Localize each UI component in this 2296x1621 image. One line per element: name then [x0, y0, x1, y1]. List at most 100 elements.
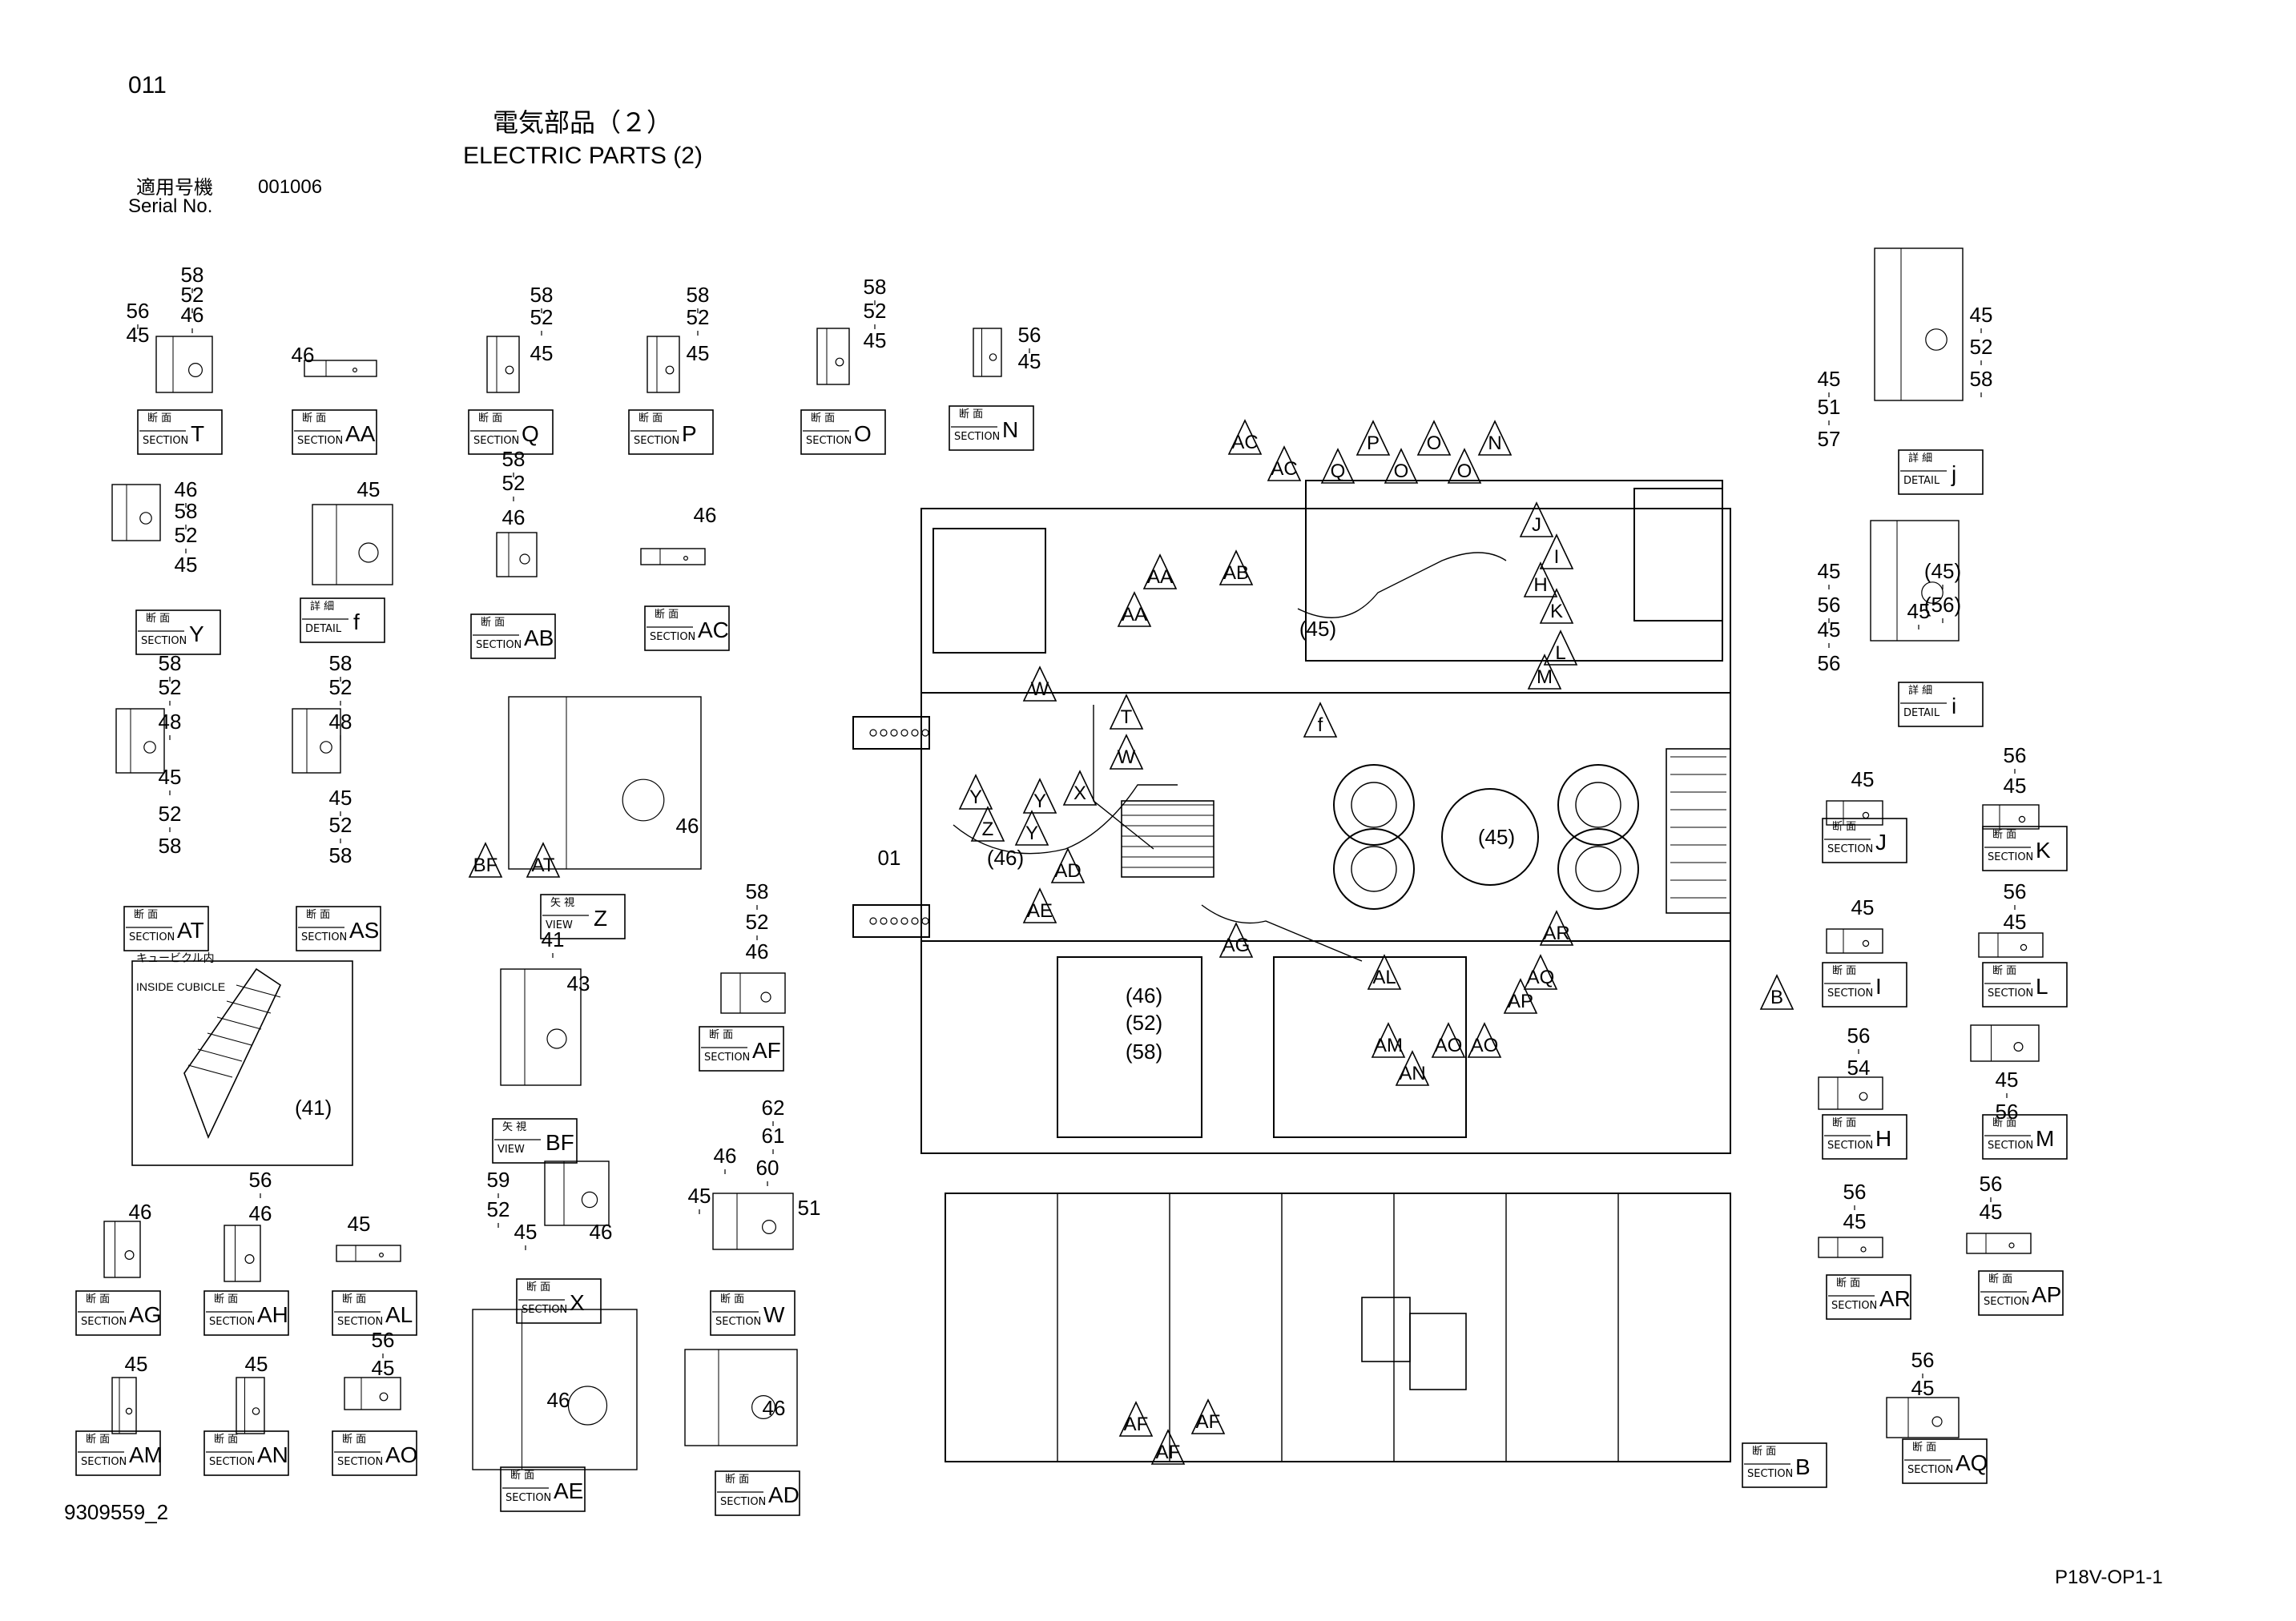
harness — [1201, 904, 1363, 962]
flag-marker-AB — [1218, 549, 1254, 585]
bolt — [911, 729, 919, 737]
caption-en-AB: SECTION — [476, 639, 522, 651]
callout-N-45: 45 — [1017, 349, 1041, 373]
callout-AH-56: 56 — [248, 1168, 272, 1192]
caption-key-AB: AB — [524, 625, 554, 650]
lower-frame-view — [945, 1193, 1731, 1462]
callout-AR-56: 56 — [1843, 1180, 1867, 1204]
caption-jp-W: 断 面 — [720, 1293, 745, 1305]
model-code: P18V-OP1-1 — [2055, 1567, 2163, 1588]
caption-en-Y: SECTION — [141, 635, 187, 647]
flag-marker-AL — [1367, 954, 1402, 990]
main-callout-5: (52) — [1125, 1011, 1163, 1035]
flag-marker-K — [1539, 588, 1574, 624]
callout-AC-46: 46 — [693, 503, 717, 527]
flag-marker-X — [1062, 770, 1098, 806]
part-sketch-AH — [224, 1225, 261, 1282]
caption-en-I: SECTION — [1827, 987, 1874, 1000]
part-sketch-AM — [111, 1377, 137, 1434]
caption-box-I — [1822, 962, 1907, 1008]
callout-L-45: 45 — [2003, 910, 2027, 934]
left-bracket-bottom — [852, 904, 930, 938]
flag-label-AT: AT — [531, 855, 555, 876]
flag-marker-O — [1384, 448, 1419, 484]
caption-box-i — [1898, 682, 1984, 727]
part-fitting — [1921, 581, 1944, 604]
caption-key-X: X — [570, 1290, 585, 1315]
caption-en-f: DETAIL — [305, 623, 342, 635]
caption-box-B — [1742, 1442, 1827, 1488]
caption-jp-Z: 矢 視 — [550, 897, 575, 909]
caption-jp-O: 断 面 — [811, 412, 836, 424]
caption-box-AB — [470, 613, 556, 659]
callout-T-45: 45 — [126, 323, 150, 347]
callout-AQ-45: 45 — [1911, 1376, 1935, 1400]
flag-label-Y: Y — [1025, 823, 1039, 844]
callout-H-54: 54 — [1847, 1056, 1871, 1080]
flag-label-H: H — [1533, 574, 1548, 596]
flag-label-AB: AB — [1223, 562, 1250, 584]
flag-label-W: W — [1030, 678, 1049, 700]
caption-jp-J: 断 面 — [1832, 821, 1857, 833]
caption-jp-AH: 断 面 — [214, 1293, 239, 1305]
flag-marker-L — [1543, 629, 1578, 666]
flag-marker-AM — [1371, 1022, 1406, 1058]
caption-key-AL: AL — [385, 1302, 413, 1327]
flag-label-O: O — [1426, 432, 1442, 454]
part-sketch-I — [1826, 928, 1883, 954]
main-callout-2: (45) — [1299, 617, 1337, 641]
part-sketch-AP — [1966, 1233, 2032, 1254]
part-sketch-AR — [1818, 1237, 1883, 1258]
caption-en-AT: SECTION — [129, 931, 175, 943]
caption-key-AO: AO — [385, 1442, 418, 1467]
flag-label-AF: AF — [1155, 1442, 1181, 1463]
caption-key-B: B — [1795, 1454, 1811, 1479]
callout-AN-45: 45 — [244, 1352, 268, 1376]
cubicle-callout: (41) — [295, 1096, 332, 1120]
wheel-hub — [1575, 846, 1621, 892]
caption-en-j: DETAIL — [1903, 475, 1940, 487]
caption-key-Z: Z — [594, 906, 608, 931]
part-fitting — [244, 1253, 255, 1264]
caption-key-AH: AH — [257, 1302, 288, 1327]
callout-j-45: 45 — [1969, 303, 1993, 327]
caption-key-AM: AM — [129, 1442, 163, 1467]
flag-label-AC: AC — [1271, 458, 1298, 480]
callout-L-56: 56 — [2003, 879, 2027, 903]
callout-AD-46: 46 — [762, 1396, 786, 1420]
bolt — [911, 917, 919, 925]
caption-key-AP: AP — [2032, 1282, 2062, 1307]
caption-key-BF: BF — [546, 1130, 574, 1155]
flag-marker-B — [1759, 974, 1795, 1010]
caption-box-AG — [75, 1290, 161, 1336]
part-fitting — [124, 1249, 135, 1260]
part-fitting — [1925, 328, 1948, 351]
caption-en-AG: SECTION — [81, 1316, 127, 1328]
callout-AT-48: 48 — [158, 710, 182, 734]
callout-AT-58: 58 — [158, 651, 182, 675]
callout-M-45: 45 — [1995, 1068, 2019, 1092]
caption-en-W: SECTION — [715, 1316, 762, 1328]
part-fitting — [1860, 1246, 1867, 1253]
center-drum — [1441, 788, 1539, 886]
flag-label-BF: BF — [473, 855, 498, 876]
caption-jp-AQ: 断 面 — [1912, 1442, 1937, 1454]
caption-en-AP: SECTION — [1984, 1296, 2030, 1308]
flag-label-AO: AO — [1470, 1035, 1499, 1056]
callout-J-45: 45 — [1851, 767, 1875, 791]
flag-label-B: B — [1770, 987, 1784, 1008]
part-fitting — [2008, 1242, 2015, 1249]
part-fitting — [622, 778, 665, 822]
flag-label-Q: Q — [1330, 461, 1346, 482]
flag-marker-AE — [1022, 887, 1057, 923]
callout-T-56: 56 — [126, 299, 150, 323]
part-sketch-AG — [103, 1221, 141, 1278]
bolt — [880, 917, 888, 925]
flag-marker-I — [1539, 533, 1574, 569]
callout-P-45: 45 — [686, 341, 710, 365]
caption-en-AN: SECTION — [209, 1456, 256, 1468]
callout-AF-46: 46 — [745, 939, 769, 963]
callout-O-52: 52 — [863, 299, 887, 323]
caption-jp-Q: 断 面 — [478, 412, 503, 424]
caption-en-AE: SECTION — [506, 1492, 552, 1504]
